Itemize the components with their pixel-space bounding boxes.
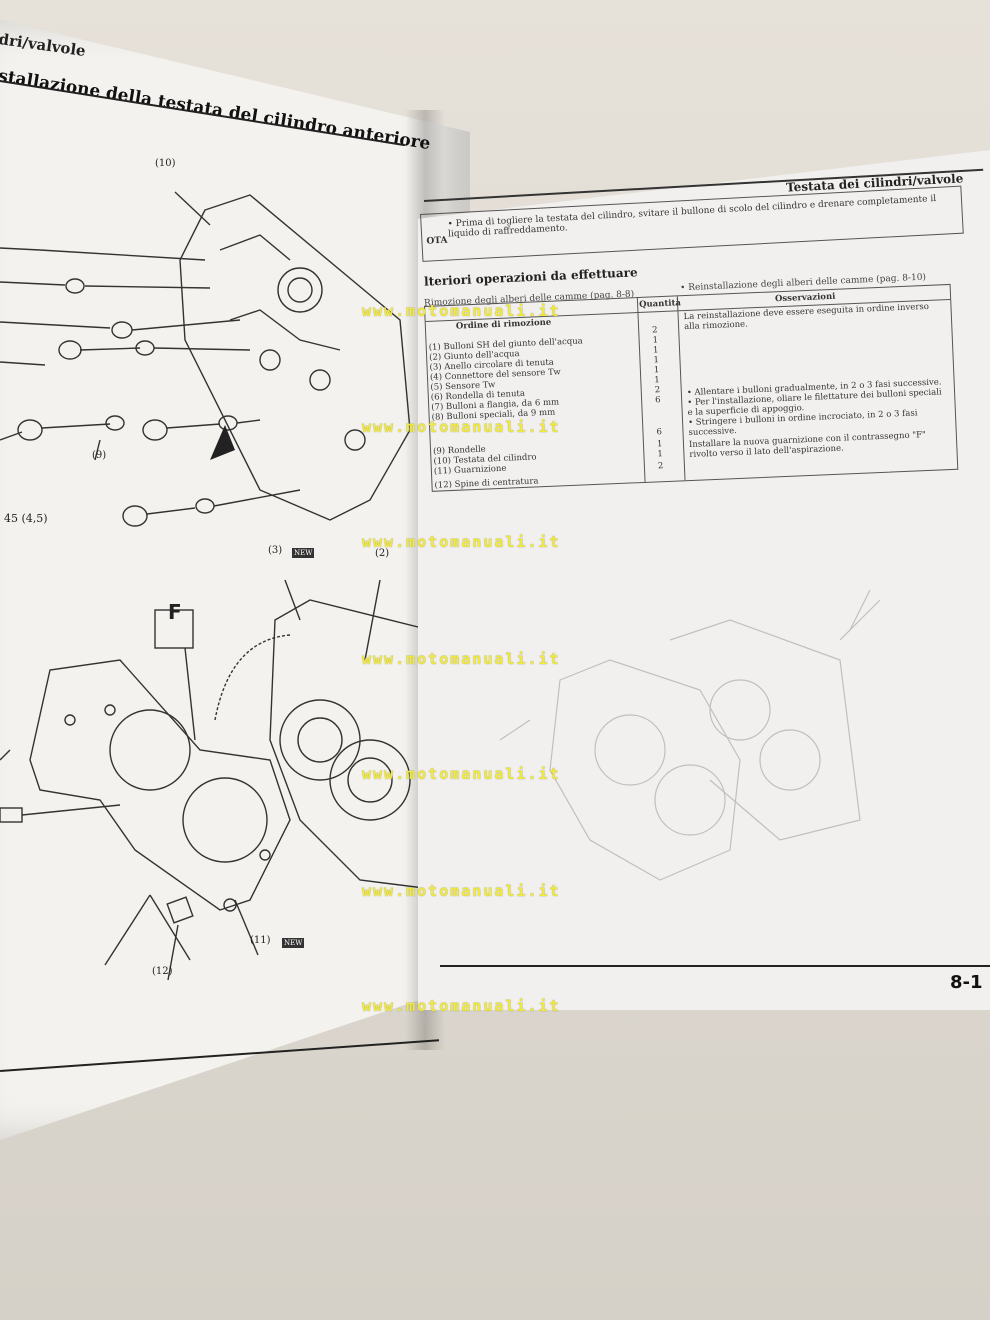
watermark-text: www.motomanuali.it bbox=[362, 650, 561, 668]
callout-10: (10) bbox=[155, 158, 176, 169]
gasket-f-mark: F bbox=[168, 600, 182, 624]
watermark-text: www.motomanuali.it bbox=[362, 765, 561, 783]
row-qty: 6 bbox=[654, 395, 661, 406]
obs-reverse-order: La reinstallazione deve essere eseguita … bbox=[683, 301, 930, 333]
row-qty: 1 bbox=[656, 439, 663, 450]
row-qty: 1 bbox=[652, 345, 659, 356]
col-header-qty: Quantità bbox=[638, 298, 682, 310]
row-qty: 1 bbox=[653, 355, 660, 366]
table-divider bbox=[636, 298, 646, 482]
torque-value: 45 (4,5) bbox=[4, 512, 48, 525]
row-qty: 1 bbox=[653, 365, 660, 376]
callout-12: (12) bbox=[152, 966, 173, 977]
callout-3: (3) bbox=[268, 545, 283, 556]
col-header-obs: Osservazioni bbox=[774, 291, 836, 305]
row-qty: 2 bbox=[657, 461, 664, 472]
callout-9: (9) bbox=[92, 450, 107, 461]
table-row: (11) Guarnizione bbox=[433, 463, 507, 477]
row-qty: 1 bbox=[654, 375, 660, 386]
callout-2: (2) bbox=[375, 548, 390, 559]
new-badge-icon: NEW bbox=[282, 938, 305, 948]
watermark-text: www.motomanuali.it bbox=[362, 418, 561, 436]
callout-11: (11) bbox=[250, 935, 271, 946]
nota-label: OTA bbox=[426, 235, 448, 247]
watermark-text: www.motomanuali.it bbox=[362, 882, 561, 900]
bleed-through-diagram bbox=[499, 589, 881, 881]
row-qty: 2 bbox=[654, 385, 661, 396]
left-page bbox=[0, 20, 470, 1140]
row-qty: 6 bbox=[656, 427, 663, 438]
watermark-text: www.motomanuali.it bbox=[362, 302, 561, 320]
new-badge-icon: NEW bbox=[292, 548, 315, 558]
right-page bbox=[418, 150, 990, 1010]
row-qty: 1 bbox=[652, 335, 659, 346]
row-qty: 2 bbox=[652, 325, 658, 336]
row-qty: 1 bbox=[657, 449, 664, 460]
page-number: 8-1 bbox=[950, 972, 983, 993]
watermark-text: www.motomanuali.it bbox=[362, 533, 561, 551]
cylinder-head-exploded-diagram bbox=[0, 191, 441, 981]
watermark-text: www.motomanuali.it bbox=[362, 997, 561, 1015]
right-bottom-rule bbox=[440, 965, 990, 967]
